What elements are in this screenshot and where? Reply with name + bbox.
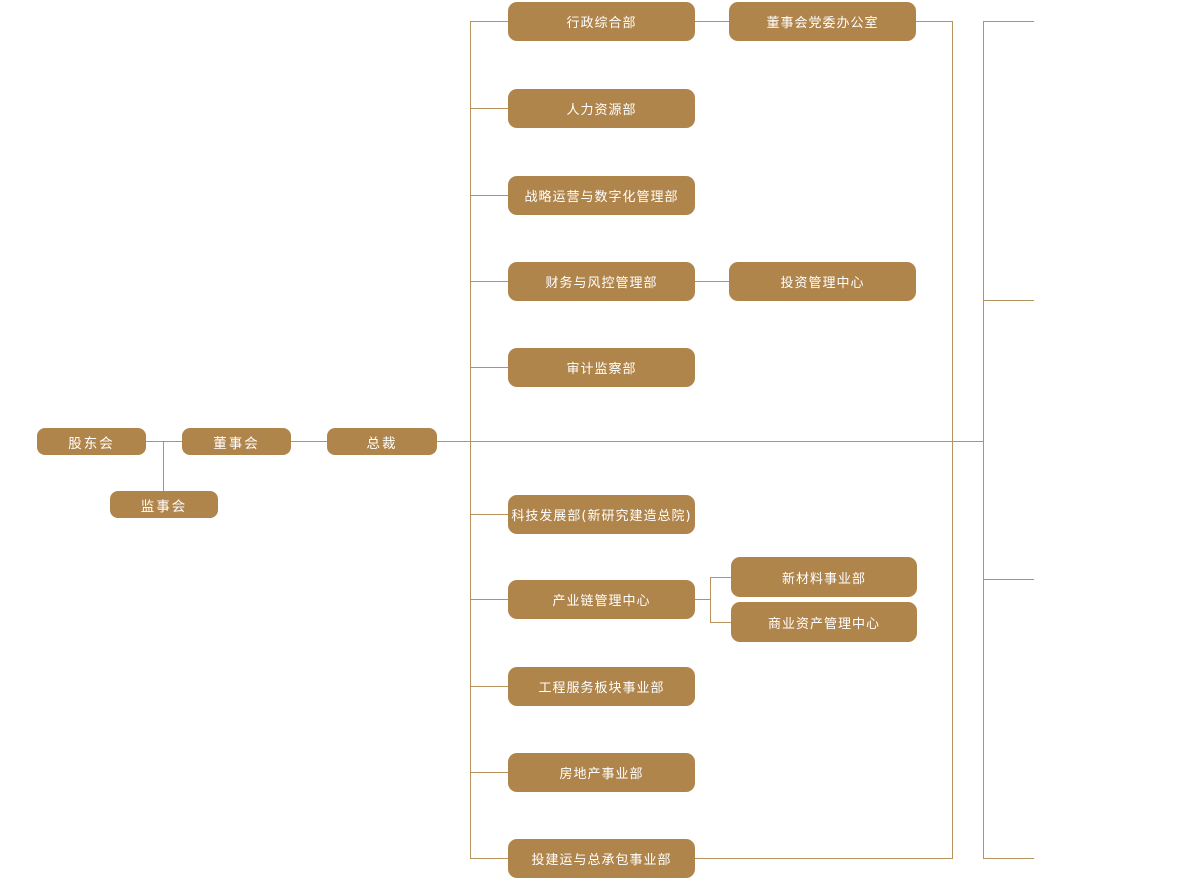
node-party-committee-office: 董事会党委办公室 bbox=[729, 2, 916, 41]
trunk-line bbox=[470, 21, 471, 859]
node-dept-strategy-digital: 战略运营与数字化管理部 bbox=[508, 176, 695, 215]
node-commercial-assets-center: 商业资产管理中心 bbox=[731, 602, 917, 642]
node-dept-administration: 行政综合部 bbox=[508, 2, 695, 41]
branch-engineering bbox=[470, 686, 508, 687]
node-dept-tech-development: 科技发展部(新研究建造总院) bbox=[508, 495, 695, 534]
connector-admin-party-office bbox=[695, 21, 729, 22]
connector-board-president bbox=[291, 441, 327, 442]
node-board-of-directors: 董事会 bbox=[182, 428, 291, 455]
node-dept-audit-supervision: 审计监察部 bbox=[508, 348, 695, 387]
node-investment-management-center: 投资管理中心 bbox=[729, 262, 916, 301]
node-dept-engineering-services: 工程服务板块事业部 bbox=[508, 667, 695, 706]
node-shareholders-meeting: 股东会 bbox=[37, 428, 146, 455]
branch-tech-development bbox=[470, 514, 508, 515]
connector-industry-chain-split bbox=[710, 577, 711, 623]
branch-human-resources bbox=[470, 108, 508, 109]
connector-shareholders-board bbox=[146, 441, 182, 442]
branch-industry-chain bbox=[470, 599, 508, 600]
node-dept-industry-chain-center: 产业链管理中心 bbox=[508, 580, 695, 619]
connector-industry-chain-out bbox=[695, 599, 710, 600]
node-dept-human-resources: 人力资源部 bbox=[508, 89, 695, 128]
node-new-materials-division: 新材料事业部 bbox=[731, 557, 917, 597]
connector-commercial-assets bbox=[710, 622, 731, 623]
branch-administration bbox=[470, 21, 508, 22]
right-stub-2 bbox=[983, 300, 1034, 301]
right-stub-1 bbox=[983, 21, 1034, 22]
connector-president-main bbox=[437, 441, 983, 442]
node-supervisory-board: 监事会 bbox=[110, 491, 218, 518]
right-rail-outer bbox=[983, 21, 984, 859]
branch-real-estate bbox=[470, 772, 508, 773]
connector-bottom-right bbox=[695, 858, 952, 859]
connector-party-office-right bbox=[916, 21, 952, 22]
node-president: 总裁 bbox=[327, 428, 437, 455]
connector-supervisory-drop bbox=[163, 441, 164, 491]
branch-finance-risk bbox=[470, 281, 508, 282]
right-stub-3 bbox=[983, 579, 1034, 580]
branch-strategy-digital bbox=[470, 195, 508, 196]
node-dept-investment-construction: 投建运与总承包事业部 bbox=[508, 839, 695, 878]
branch-audit bbox=[470, 367, 508, 368]
right-rail-inner bbox=[952, 21, 953, 859]
branch-investment-construction bbox=[470, 858, 508, 859]
connector-finance-investment-center bbox=[695, 281, 729, 282]
node-dept-finance-risk: 财务与风控管理部 bbox=[508, 262, 695, 301]
connector-new-materials bbox=[710, 577, 731, 578]
node-dept-real-estate: 房地产事业部 bbox=[508, 753, 695, 792]
right-stub-4 bbox=[983, 858, 1034, 859]
